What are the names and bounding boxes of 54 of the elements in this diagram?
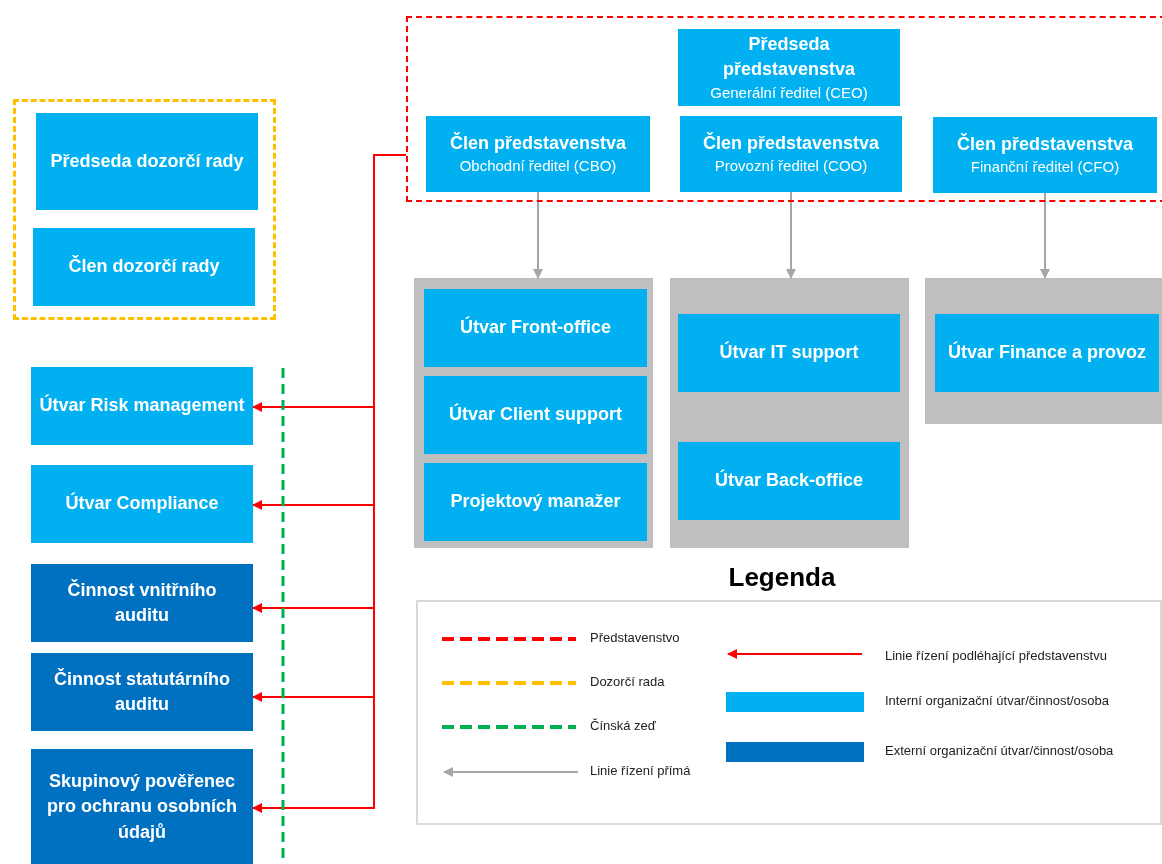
org-box — [31, 367, 253, 445]
legend-text: Čínská zeď — [590, 718, 656, 733]
arrow — [786, 191, 796, 279]
department-panel — [670, 278, 909, 548]
box-subtitle: Finanční ředitel (CFO) — [970, 157, 1120, 178]
box-title: Člen dozorčí rady — [68, 254, 220, 279]
org-box — [424, 289, 647, 367]
org-box — [31, 749, 253, 864]
org-box — [426, 116, 650, 192]
org-box — [424, 463, 647, 541]
box-subtitle: Provozní ředitel (COO) — [714, 156, 868, 177]
org-box — [424, 376, 647, 454]
board-frame — [406, 16, 1162, 202]
org-box — [31, 653, 253, 731]
department-panel — [414, 278, 653, 548]
box-title: Útvar Finance a provoz — [947, 340, 1147, 365]
box-title: Projektový manažer — [450, 490, 621, 514]
org-box — [935, 314, 1159, 392]
org-box — [36, 113, 258, 210]
box-subtitle: Generální ředitel (CEO) — [710, 82, 868, 103]
box-title: Člen představenstva — [702, 131, 880, 156]
org-box — [680, 116, 902, 192]
supervisory-board-frame — [13, 99, 276, 320]
box-title: Útvar Client support — [449, 402, 622, 427]
box-title: Útvar Compliance — [65, 491, 219, 516]
legend-text: Interní organizační útvar/činnost/osoba — [885, 693, 1110, 708]
box-title: Předseda představenstva — [721, 33, 857, 82]
box-title: Útvar Front-office — [460, 315, 611, 340]
org-box — [33, 228, 255, 306]
legend-text: Linie řízení přímá — [590, 763, 691, 778]
legend-title: Legenda — [727, 562, 837, 593]
box-title: Útvar Risk management — [39, 393, 245, 418]
box-subtitle: Obchodní ředitel (CBO) — [459, 156, 617, 177]
box-title: Útvar IT support — [719, 340, 859, 365]
org-box — [678, 29, 900, 106]
org-box — [31, 564, 253, 642]
box-title: Předseda dozorčí rady — [50, 149, 244, 173]
box-title: Činnost vnitřního auditu — [66, 578, 218, 627]
legend-text: Představenstvo — [590, 630, 680, 645]
box-title: Člen představenstva — [449, 131, 627, 156]
box-title: Skupinový pověřenec pro ochranu osobních údajů — [46, 770, 238, 844]
arrow — [1040, 192, 1050, 279]
box-title: Člen představenstva — [956, 132, 1134, 157]
org-box — [31, 465, 253, 543]
legend-text: Dozorčí rada — [590, 674, 665, 689]
arrow — [533, 191, 543, 279]
box-title: Útvar Back-office — [714, 468, 864, 493]
department-panel — [925, 278, 1162, 424]
box-title: Činnost statutárního auditu — [53, 667, 231, 716]
legend-text: Externí organizační útvar/činnost/osoba — [885, 743, 1114, 758]
org-box — [678, 442, 900, 520]
legend-text: Linie řízení podléhající představenstvu — [885, 648, 1107, 663]
org-box — [678, 314, 900, 392]
org-box — [933, 117, 1157, 193]
